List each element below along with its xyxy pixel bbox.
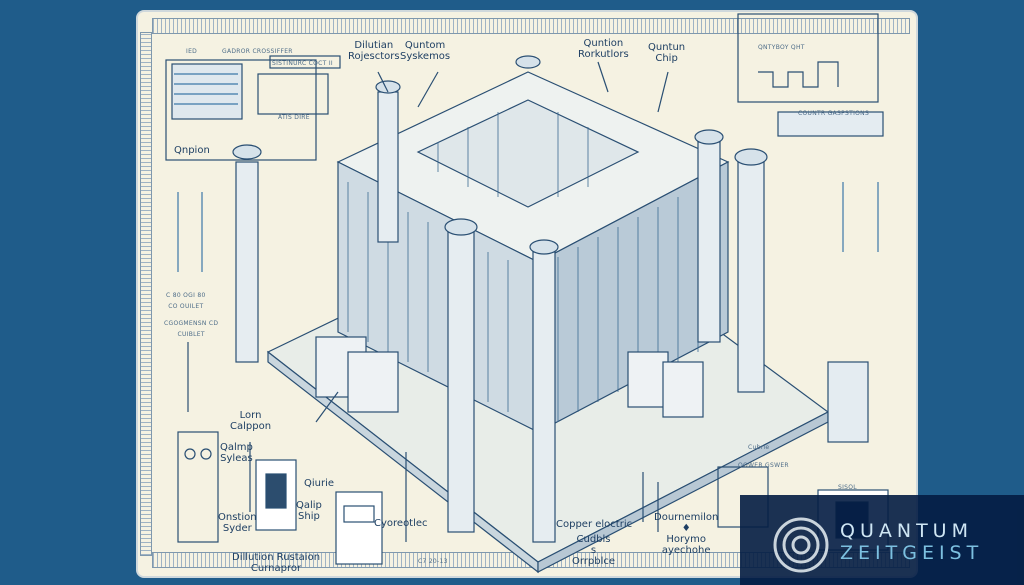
label-dournemilon: Dournemilon ♦ Horymo ayechohe (654, 512, 719, 556)
label-qiurie: Qiurie (304, 478, 335, 489)
label-qalmp-syles: Qalmp Syleas (220, 442, 253, 464)
label-onstion-syder: Onstion Syder (218, 512, 257, 534)
label-quantum-chip: Quntun Chip (648, 42, 686, 64)
label-quantum-systems: Quntom Syskemos (400, 40, 451, 62)
label-cyoreotlec: Cyoreotlec (374, 518, 428, 529)
top-ruler (152, 18, 910, 34)
watermark-logo: QUANTUM ZEITGEIST (740, 495, 1024, 585)
label-codes: C 80 OGI 80 CO OUILET (166, 292, 206, 310)
label-gadror: GADROR CROSSIFFER (222, 48, 293, 55)
label-qntyboy: QNTYBOY QHT (758, 44, 805, 51)
label-atis: ATIS DIRE (278, 114, 310, 121)
label-lorn-calpon: Lorn Calppon (230, 410, 272, 432)
label-qubits-orphice: Cudbls s Orrpblce (572, 534, 616, 567)
quantum-computer-illustration (165, 13, 889, 574)
left-ruler (140, 32, 152, 556)
blueprint-sheet: IED GADROR CROSSIFFER SISTINURC COCT II … (136, 10, 918, 578)
label-code-num: C7 20-13 (418, 558, 448, 565)
label-cubrle: Cubrle (748, 444, 770, 451)
watermark-line1: QUANTUM (840, 520, 973, 542)
label-ied: IED (186, 48, 198, 55)
label-dilution-reflectors: Dilutian Rojesctors (348, 40, 400, 62)
spiral-logo-icon (773, 517, 829, 573)
label-qnpion: Qnpion (174, 145, 210, 156)
label-corgmension: CGOGMENSN CD CUIBLET (164, 320, 219, 338)
label-sistinurc: SISTINURC COCT II (272, 60, 333, 67)
label-copper-electric: Copper eloctric (556, 519, 633, 530)
label-quantum-rockators: Quntion Rorkutlors (578, 38, 629, 60)
label-oower-gswer: OOWER GSWER (738, 462, 789, 469)
label-qalip-ship: Qalip Ship (296, 500, 322, 522)
label-dilution-compressor: Dillution Rustaion Curnapror (232, 552, 321, 574)
label-counter: COUNTR GASPSTIONS (798, 110, 870, 117)
label-sisol: SISOL (838, 484, 857, 491)
watermark-line2: ZEITGEIST (840, 542, 984, 564)
